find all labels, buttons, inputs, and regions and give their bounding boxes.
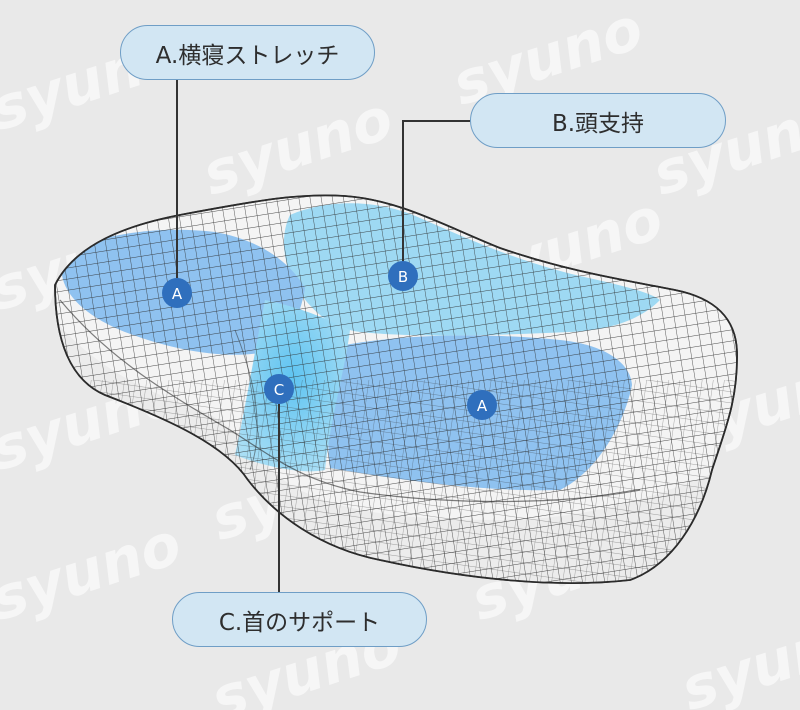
watermark: syuno bbox=[0, 509, 189, 634]
callout-b-label: B.頭支持 bbox=[551, 110, 645, 137]
marker-a-left-label: A bbox=[172, 285, 183, 303]
marker-c-label: C bbox=[274, 381, 284, 399]
callout-neck-support: C.首のサポート bbox=[172, 592, 427, 647]
marker-b-label: B bbox=[398, 268, 408, 286]
marker-b: B bbox=[388, 261, 418, 291]
watermark: syuno bbox=[194, 84, 400, 209]
marker-a-left: A bbox=[162, 278, 192, 308]
marker-c: C bbox=[264, 374, 294, 404]
callout-side-sleep-stretch: A.横寝ストレッチ bbox=[120, 25, 375, 80]
callout-head-support: B.頭支持 bbox=[470, 93, 726, 148]
callout-c-label: C.首のサポート bbox=[218, 609, 381, 636]
leader-line-b bbox=[402, 120, 470, 262]
marker-a-right-label: A bbox=[477, 397, 488, 415]
watermark: syuno bbox=[673, 599, 800, 710]
markers: A B C A bbox=[162, 261, 497, 420]
marker-a-right: A bbox=[467, 390, 497, 420]
callout-a-label: A.横寝ストレッチ bbox=[155, 42, 340, 69]
leader-lines bbox=[176, 80, 470, 592]
